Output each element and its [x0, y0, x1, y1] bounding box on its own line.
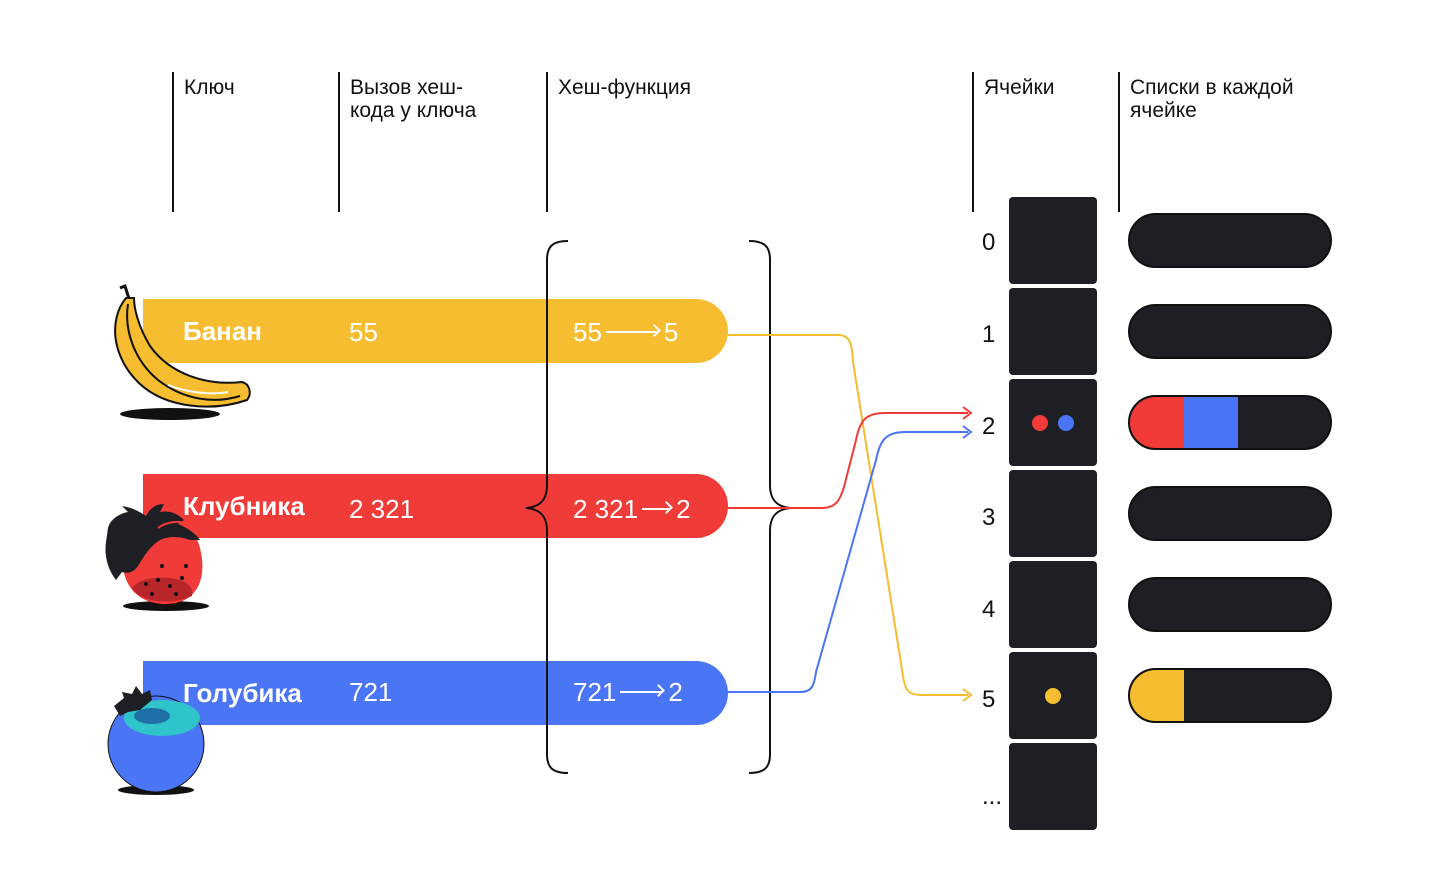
row-key-label: Голубика [183, 678, 302, 708]
column-header-hash-function: Хеш-функция [558, 76, 691, 99]
row-hashcode-value: 721 [349, 677, 393, 707]
list-node [1130, 397, 1184, 448]
bucket-cell [1009, 743, 1097, 830]
bucket-cell [1009, 288, 1097, 375]
bucket-index-label: 4 [982, 596, 996, 623]
hash-input-value: 2 321 [573, 494, 639, 524]
column-header-hashcode: Вызов хеш- кода у ключа [350, 76, 477, 122]
row-bar-strawberry: Клубника 2 321 2 321 2 [143, 474, 728, 538]
bucket-list [1128, 395, 1332, 450]
bucket-list [1128, 486, 1332, 541]
arrowhead-strawberry [962, 406, 973, 420]
row-hash-mapping: 721 2 [573, 677, 683, 707]
bucket-index-label: 3 [982, 504, 996, 531]
column-header-buckets: Ячейки [984, 76, 1055, 99]
left-brace [525, 240, 569, 774]
list-node [1130, 670, 1184, 721]
list-node [1184, 397, 1238, 448]
bucket-list [1128, 577, 1332, 632]
hash-output-value: 2 [676, 494, 691, 524]
blueberry-icon [107, 686, 205, 795]
bucket-list [1128, 304, 1332, 359]
row-hashcode-value: 55 [349, 317, 378, 347]
arrowhead-blueberry [962, 425, 973, 439]
bucket-entry-dot [1058, 415, 1074, 431]
row-bar-blueberry: Голубика 721 721 2 [143, 661, 728, 725]
bucket-cell [1009, 561, 1097, 648]
bucket-cell [1009, 197, 1097, 284]
column-header-key: Ключ [184, 76, 235, 99]
column-divider-hash-function [546, 72, 548, 212]
bucket-index-label: 0 [982, 229, 996, 256]
row-key-label: Клубника [183, 491, 305, 521]
column-header-lists: Списки в каждой ячейке [1130, 76, 1294, 122]
row-hashcode-value: 2 321 [349, 494, 415, 524]
connector-banana-to-bucket-5 [728, 334, 968, 696]
bucket-list [1128, 213, 1332, 268]
hash-input-value: 55 [573, 317, 602, 347]
hash-output-value: 5 [663, 317, 679, 347]
bucket-index-label: 1 [982, 321, 996, 348]
strawberry-icon [105, 504, 209, 611]
hash-input-value: 721 [573, 677, 617, 707]
bucket-entry-dot [1032, 415, 1048, 431]
arrow-right-icon [642, 508, 671, 511]
column-divider-lists [1118, 72, 1120, 212]
row-hash-mapping: 2 321 2 [573, 494, 691, 524]
column-divider-buckets [972, 72, 974, 212]
arrow-right-icon [620, 691, 663, 694]
arrow-right-icon [605, 331, 658, 334]
bucket-index-label: ... [982, 783, 1003, 810]
banana-icon [114, 284, 251, 420]
row-key-label: Банан [183, 316, 263, 346]
column-divider-key [172, 72, 174, 212]
hash-output-value: 2 [668, 677, 683, 707]
connector-strawberry-to-bucket-2 [728, 412, 968, 509]
bucket-cell [1009, 470, 1097, 557]
bucket-entry-dot [1045, 688, 1061, 704]
column-divider-hashcode [338, 72, 340, 212]
bucket-index-label: 5 [982, 686, 996, 713]
bucket-list [1128, 668, 1332, 723]
bucket-cell [1009, 379, 1097, 466]
connector-blueberry-to-bucket-2 [728, 431, 968, 693]
arrowhead-banana [962, 688, 973, 702]
bucket-cell [1009, 652, 1097, 739]
bucket-index-label: 2 [982, 413, 996, 440]
